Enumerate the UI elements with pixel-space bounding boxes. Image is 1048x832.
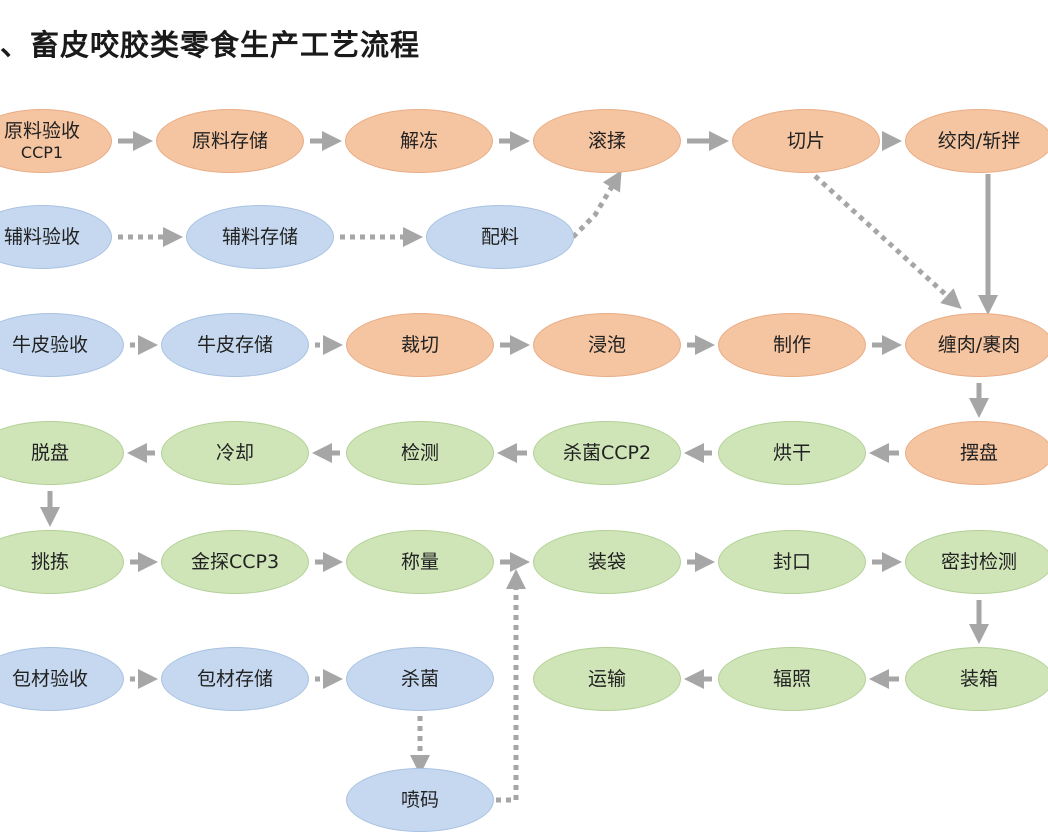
node-label: 杀菌 (400, 667, 439, 690)
process-node: 挑拣 (0, 530, 124, 594)
node-label: 浸泡 (587, 333, 626, 356)
process-node: 原料存储 (156, 109, 304, 173)
node-label: 原料存储 (191, 129, 268, 152)
process-node: 摆盘 (905, 421, 1048, 485)
process-node: 滚揉 (533, 109, 681, 173)
process-node: 绞肉/斩拌 (905, 109, 1048, 173)
process-node: 金探CCP3 (161, 530, 309, 594)
node-label: 解冻 (399, 129, 438, 152)
node-label: 辅料验收 (3, 225, 80, 248)
process-node: 切片 (732, 109, 880, 173)
node-label: 包材验收 (11, 667, 88, 690)
process-node: 缠肉/裹肉 (905, 313, 1048, 377)
node-label: 牛皮验收 (11, 333, 88, 356)
process-node: 包材验收 (0, 647, 124, 711)
node-label: 运输 (587, 667, 626, 690)
process-node: 杀菌CCP2 (533, 421, 681, 485)
process-node: 装袋 (533, 530, 681, 594)
node-label: 称量 (400, 550, 439, 573)
node-label: 封口 (772, 550, 811, 573)
process-node: 装箱 (905, 647, 1048, 711)
process-node: 运输 (533, 647, 681, 711)
process-node: 辐照 (718, 647, 866, 711)
node-ccp-label: CCP1 (20, 142, 64, 162)
node-label: 挑拣 (30, 550, 69, 573)
dotted-flow-arrow (496, 569, 526, 803)
process-node: 制作 (718, 313, 866, 377)
node-label: 切片 (786, 129, 825, 152)
process-node: 浸泡 (533, 313, 681, 377)
process-node: 烘干 (718, 421, 866, 485)
node-label: 喷码 (400, 788, 439, 811)
node-label: 摆盘 (959, 441, 998, 464)
node-label: 烘干 (772, 441, 811, 464)
process-node: 牛皮验收 (0, 313, 124, 377)
process-node: 杀菌 (346, 647, 494, 711)
process-node: 密封检测 (905, 530, 1048, 594)
node-label: 密封检测 (940, 550, 1017, 573)
process-node: 解冻 (345, 109, 493, 173)
node-label: 滚揉 (587, 129, 626, 152)
node-label: 绞肉/斩拌 (937, 129, 1021, 152)
process-node: 检测 (346, 421, 494, 485)
node-label: 冷却 (215, 441, 254, 464)
node-label: 原料验收 (3, 120, 80, 142)
node-label: 包材存储 (196, 667, 273, 690)
node-label: 裁切 (400, 333, 439, 356)
process-node: 封口 (718, 530, 866, 594)
node-label: 脱盘 (30, 441, 69, 464)
node-label: 装袋 (587, 550, 626, 573)
node-label: 金探CCP3 (190, 550, 280, 573)
node-label: 制作 (772, 333, 811, 356)
node-label: 辐照 (772, 667, 811, 690)
process-node: 脱盘 (0, 421, 124, 485)
dotted-flow-arrow (813, 174, 962, 310)
node-label: 缠肉/裹肉 (937, 333, 1021, 356)
process-node: 配料 (426, 205, 574, 269)
node-label: 配料 (480, 225, 519, 248)
node-label: 牛皮存储 (196, 333, 273, 356)
page-title: 、畜皮咬胶类零食生产工艺流程 (0, 28, 421, 62)
node-label: 装箱 (959, 667, 998, 690)
process-node: 包材存储 (161, 647, 309, 711)
process-node: 称量 (346, 530, 494, 594)
process-node: 牛皮存储 (161, 313, 309, 377)
process-node: 冷却 (161, 421, 309, 485)
process-node: 裁切 (346, 313, 494, 377)
node-label: 检测 (400, 441, 439, 464)
process-node: 喷码 (346, 768, 494, 832)
node-label: 辅料存储 (221, 225, 298, 248)
process-node: 辅料验收 (0, 205, 112, 269)
dotted-flow-arrow (571, 170, 622, 239)
process-node: 辅料存储 (186, 205, 334, 269)
node-label: 杀菌CCP2 (562, 441, 652, 464)
